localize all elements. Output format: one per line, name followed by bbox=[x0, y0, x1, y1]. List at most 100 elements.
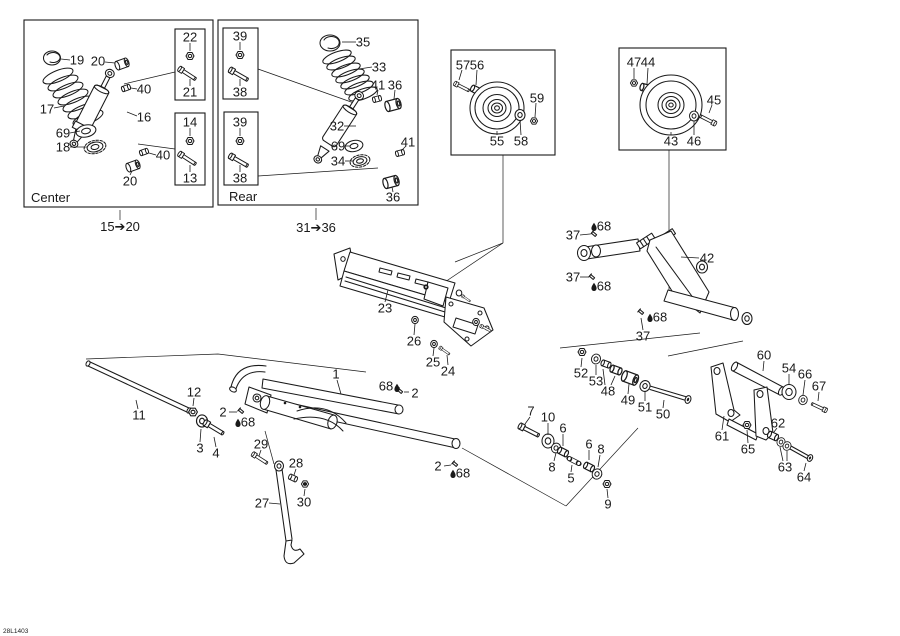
rear-range-label: 31➔36 bbox=[296, 220, 336, 235]
part-callout-58: 58 bbox=[514, 134, 528, 149]
part-callout-23: 23 bbox=[378, 301, 392, 316]
nut-9 bbox=[602, 479, 612, 489]
part-callout-20: 20 bbox=[91, 54, 105, 69]
part-callout-62: 62 bbox=[771, 416, 785, 431]
part-callout-47: 47 bbox=[627, 55, 641, 70]
nut-65 bbox=[742, 420, 752, 430]
callout-leader-line bbox=[680, 256, 700, 259]
spacer-41 bbox=[371, 94, 383, 104]
callout-leader-line bbox=[358, 66, 373, 70]
front-arm-mount-frame-23 bbox=[333, 247, 494, 357]
idler-wheel-assembly-a bbox=[452, 80, 539, 135]
callout-leader-line bbox=[135, 399, 139, 410]
bolt-7 bbox=[516, 421, 542, 440]
callout-leader-line bbox=[258, 449, 262, 457]
fastener-box-14-13 bbox=[174, 112, 206, 186]
callout-leader-line bbox=[268, 502, 281, 505]
part-callout-39: 39 bbox=[233, 115, 247, 130]
callout-leader-line bbox=[400, 145, 407, 152]
part-callout-64: 64 bbox=[797, 470, 811, 485]
spacer-6 bbox=[556, 445, 570, 459]
lube-callout-68: 68 bbox=[456, 466, 470, 481]
bushing-20-b bbox=[124, 158, 142, 174]
nut-47 bbox=[629, 79, 639, 87]
part-callout-30: 30 bbox=[297, 495, 311, 510]
part-callout-43: 43 bbox=[664, 134, 678, 149]
lube-callout-68: 68 bbox=[379, 379, 393, 394]
callout-leader-line bbox=[458, 69, 463, 81]
part-callout-55: 55 bbox=[490, 134, 504, 149]
washer-26-b bbox=[455, 289, 463, 297]
part-callout-26: 26 bbox=[407, 334, 421, 349]
part-callout-37: 37 bbox=[566, 228, 580, 243]
part-callout-7: 7 bbox=[527, 404, 534, 419]
part-callout-34: 34 bbox=[331, 154, 345, 169]
bushing-36-b bbox=[381, 174, 401, 190]
bolt-57 bbox=[452, 80, 471, 94]
callout-leader-line bbox=[126, 111, 138, 117]
callout-leader-line bbox=[524, 416, 531, 425]
spacer-41-b bbox=[394, 148, 406, 158]
stopper-strap-27 bbox=[273, 460, 305, 565]
callout-leader-line bbox=[762, 360, 765, 372]
washer-58 bbox=[514, 108, 526, 122]
bolt-45 bbox=[698, 113, 718, 127]
part-callout-41: 41 bbox=[401, 135, 415, 150]
callout-leader-line bbox=[148, 152, 157, 156]
part-callout-1: 1 bbox=[332, 367, 339, 382]
fastener-box-22-21 bbox=[174, 28, 206, 101]
part-callout-18: 18 bbox=[56, 140, 70, 155]
part-callout-65: 65 bbox=[741, 442, 755, 457]
bushing-36 bbox=[383, 97, 403, 113]
callout-leader-line bbox=[802, 379, 806, 396]
callout-leader-line bbox=[53, 105, 65, 109]
part-callout-42: 42 bbox=[700, 251, 714, 266]
callout-leader-line bbox=[817, 391, 820, 402]
part-callout-61: 61 bbox=[715, 429, 729, 444]
callout-leader-line bbox=[475, 69, 478, 86]
spacer-48-b bbox=[608, 363, 624, 377]
part-callout-2: 2 bbox=[434, 459, 441, 474]
callout-leader-line bbox=[606, 488, 609, 499]
idler-wheel-43 bbox=[639, 74, 703, 136]
bolt-50 bbox=[649, 385, 692, 404]
bolt-67 bbox=[810, 401, 829, 414]
shock-absorber-32 bbox=[313, 90, 365, 164]
part-callout-29: 29 bbox=[254, 437, 268, 452]
document-code: 28L1403 bbox=[3, 628, 29, 635]
bolt-38-b bbox=[227, 152, 250, 170]
part-callout-40: 40 bbox=[137, 82, 151, 97]
bolt-13 bbox=[176, 150, 198, 168]
section-boxes bbox=[23, 19, 727, 208]
part-callout-54: 54 bbox=[782, 361, 796, 376]
part-callout-6: 6 bbox=[559, 421, 566, 436]
part-callout-59: 59 bbox=[530, 91, 544, 106]
callout-leader-line bbox=[336, 379, 342, 395]
part-callout-5: 5 bbox=[567, 471, 574, 486]
callout-leader-line bbox=[192, 397, 195, 407]
part-callout-69: 69 bbox=[56, 126, 70, 141]
part-callout-10: 10 bbox=[541, 410, 555, 425]
idler-wheel-assembly-b bbox=[629, 74, 718, 136]
nut-39-b bbox=[235, 136, 245, 146]
part-callout-25: 25 bbox=[426, 355, 440, 370]
rod-5 bbox=[565, 455, 583, 467]
part-callout-51: 51 bbox=[638, 400, 652, 415]
lube-callout-68: 68 bbox=[653, 310, 667, 325]
callout-leader-line bbox=[519, 119, 522, 136]
callout-leader-line bbox=[130, 87, 138, 90]
bolt-21 bbox=[176, 65, 198, 83]
part-callout-38: 38 bbox=[233, 85, 247, 100]
callout-leader-line bbox=[570, 464, 573, 473]
bolt-4 bbox=[201, 418, 226, 437]
part-callout-52: 52 bbox=[574, 366, 588, 381]
part-callout-63: 63 bbox=[778, 460, 792, 475]
part-callout-6: 6 bbox=[585, 437, 592, 452]
part-callout-40: 40 bbox=[156, 148, 170, 163]
callout-leader-line bbox=[446, 354, 449, 366]
idler-wheel-box-b bbox=[618, 47, 727, 151]
callout-leader-line bbox=[646, 67, 649, 85]
spacer-40 bbox=[120, 83, 132, 93]
part-callout-4: 4 bbox=[212, 446, 219, 461]
